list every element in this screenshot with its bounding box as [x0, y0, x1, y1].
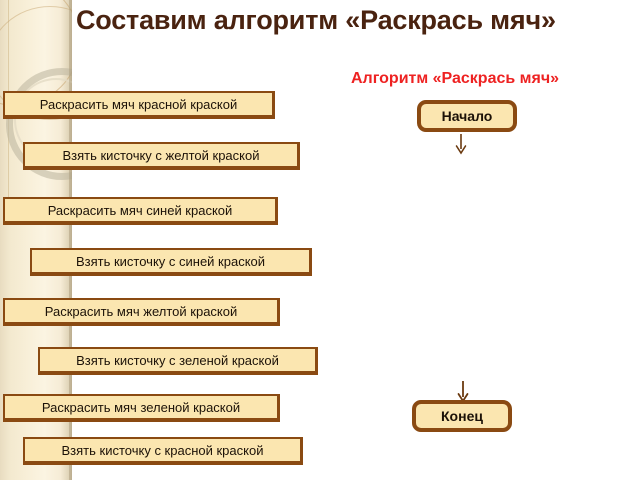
- band-right-edge: [69, 0, 72, 480]
- algorithm-heading: Алгоритм «Раскрась мяч»: [350, 70, 560, 87]
- command-box[interactable]: Взять кисточку с зеленой краской: [38, 347, 318, 375]
- command-box[interactable]: Взять кисточку с красной краской: [23, 437, 303, 465]
- arrow-down-icon: [455, 134, 467, 155]
- command-box[interactable]: Взять кисточку с синей краской: [30, 248, 312, 276]
- command-box[interactable]: Раскрасить мяч синей краской: [3, 197, 278, 225]
- command-box[interactable]: Раскрасить мяч зеленой краской: [3, 394, 280, 422]
- slide-title: Составим алгоритм «Раскрась мяч»: [76, 5, 556, 35]
- terminator-start[interactable]: Начало: [417, 100, 517, 132]
- command-box[interactable]: Раскрасить мяч желтой краской: [3, 298, 280, 326]
- terminator-end[interactable]: Конец: [412, 400, 512, 432]
- command-box[interactable]: Раскрасить мяч красной краской: [3, 91, 275, 119]
- command-box[interactable]: Взять кисточку с желтой краской: [23, 142, 300, 170]
